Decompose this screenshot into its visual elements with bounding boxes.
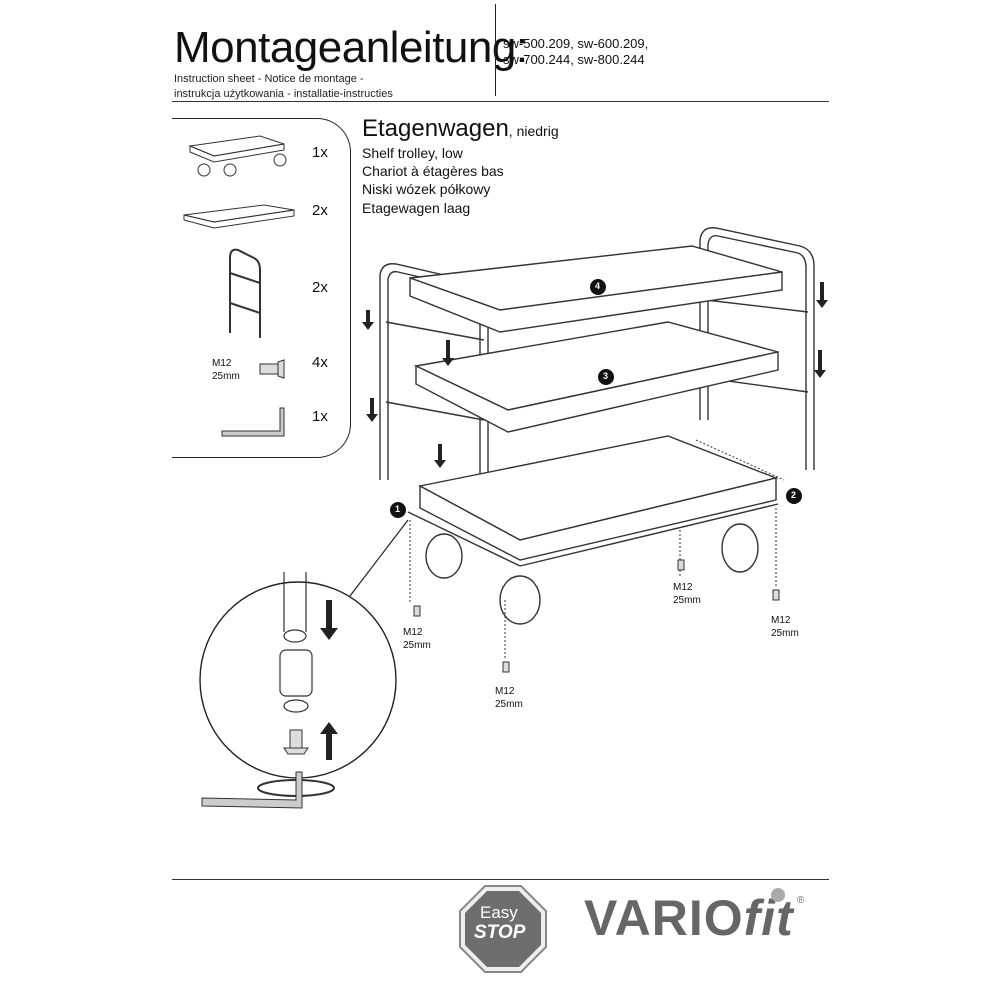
logo-dot-icon [771, 888, 785, 902]
part-qty-handle: 2x [312, 279, 328, 296]
registered-mark: ® [797, 895, 805, 906]
part-qty-screw: 4x [312, 354, 328, 371]
rear-handle-frame [699, 227, 815, 470]
model-line-1: sw-500.209, sw-600.209, [503, 36, 649, 51]
detail-foot-insert [279, 649, 313, 697]
step-2-label: 2 [791, 490, 797, 500]
part-qty-base: 1x [312, 144, 328, 161]
detail-arrow-up [320, 722, 338, 760]
step-2-marker [786, 488, 802, 504]
down-arrows [362, 282, 828, 468]
step-1-marker [390, 502, 406, 518]
step-1-label: 1 [395, 504, 401, 514]
product-name-en: Shelf trolley, low [362, 145, 463, 161]
brand-vario: VARIO [584, 890, 744, 946]
screw-size-label: M12 25mm [212, 357, 240, 383]
parts-list-panel [172, 118, 351, 458]
step-4-marker [590, 279, 606, 295]
badge-easy-text: Easy [480, 903, 518, 922]
shelf-tray-icon [183, 204, 295, 229]
screw-label-back-left: M12 25mm [673, 581, 701, 607]
product-name-fr: Chariot à étagères bas [362, 163, 504, 179]
screw-length-label: 25mm [212, 371, 240, 382]
step-3-marker [598, 369, 614, 385]
header-rule [172, 101, 829, 102]
detail-allen-key [201, 771, 303, 809]
screw-icon [259, 359, 285, 379]
detail-leg-tube [279, 572, 313, 713]
product-name: Etagenwagen [362, 115, 509, 142]
step-markers [390, 279, 802, 518]
screw-label-front-right: M12 25mm [495, 685, 523, 711]
model-line-2: sw-700.244, sw-800.244 [503, 52, 645, 67]
screw-length: 25mm [403, 640, 431, 651]
parts-illustrations [183, 135, 295, 437]
allen-key-icon [221, 407, 285, 437]
easy-stop-badge-icon [459, 885, 547, 973]
part-qty-key: 1x [312, 408, 328, 425]
product-name-nl: Etagewagen laag [362, 200, 471, 216]
screw-thread: M12 [771, 615, 791, 626]
part-qty-shelf: 2x [312, 202, 328, 219]
screw-thread: M12 [403, 627, 423, 638]
subtitle-line-2: instrukcja użytkowania - installatie-ins… [174, 88, 393, 100]
trolley-base-icon [188, 135, 287, 177]
screw-thread: M12 [495, 686, 515, 697]
brand-fit: fit [743, 890, 794, 946]
detail-arrow-down [320, 600, 338, 640]
header-divider [495, 4, 496, 96]
step-3-label: 3 [603, 371, 609, 381]
screw-length: 25mm [673, 595, 701, 606]
screw-length: 25mm [771, 628, 799, 639]
badge-stop-text: STOP [474, 922, 526, 943]
footer-rule [172, 879, 829, 880]
product-title: Etagenwagen, niedrig [362, 115, 559, 145]
push-handle-frame-icon [229, 248, 261, 338]
screw-thread-label: M12 [212, 358, 232, 369]
subtitle-line-1: Instruction sheet - Notice de montage - [174, 73, 364, 85]
screw-label-back-right: M12 25mm [771, 614, 799, 640]
step-4-label: 4 [595, 281, 601, 291]
screw-length: 25mm [495, 699, 523, 710]
assembly-diagram [199, 227, 828, 809]
screw-thread: M12 [673, 582, 693, 593]
model-numbers: sw-500.209, sw-600.209, sw-700.244, sw-8… [503, 36, 648, 68]
variofit-logo: VARIOfit [584, 889, 794, 947]
product-name-pl: Niski wózek półkowy [362, 181, 491, 197]
product-name-suffix: , niedrig [508, 123, 559, 139]
detail-screw [283, 729, 309, 755]
screw-label-front-left: M12 25mm [403, 626, 431, 652]
page-title: Montageanleitung: [174, 23, 528, 72]
